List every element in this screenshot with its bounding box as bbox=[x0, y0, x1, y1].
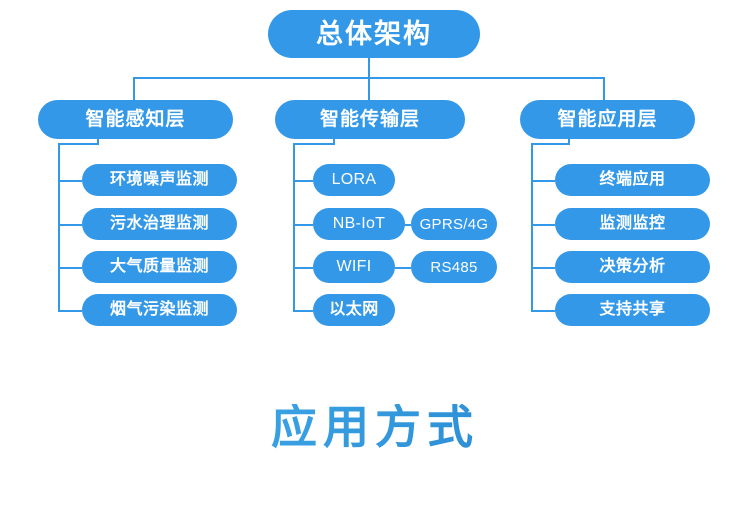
connector-layer-3-branch-1 bbox=[531, 180, 555, 182]
connector-layer-2-branch-3 bbox=[293, 267, 313, 269]
connector-layer-2-trunk bbox=[293, 143, 295, 311]
connector-layer-1-trunk bbox=[58, 143, 60, 311]
connector-layer-1-branch-4 bbox=[58, 310, 82, 312]
leaf-node-application-2[interactable]: 监测监控 bbox=[555, 208, 710, 240]
connector-layer-2-branch-2 bbox=[293, 224, 313, 226]
leaf-node-transmission-4[interactable]: 以太网 bbox=[313, 294, 395, 326]
sub-node-gprs-4g[interactable]: GPRS/4G bbox=[411, 208, 497, 240]
layer-node-transmission[interactable]: 智能传输层 bbox=[275, 100, 465, 139]
leaf-node-perception-4[interactable]: 烟气污染监测 bbox=[82, 294, 237, 326]
leaf-node-perception-2[interactable]: 污水治理监测 bbox=[82, 208, 237, 240]
leaf-node-transmission-2[interactable]: NB-IoT bbox=[313, 208, 405, 240]
connector-root-stem bbox=[368, 58, 370, 78]
sub-node-rs485[interactable]: RS485 bbox=[411, 251, 497, 283]
layer-node-application[interactable]: 智能应用层 bbox=[520, 100, 695, 139]
leaf-node-perception-3[interactable]: 大气质量监测 bbox=[82, 251, 237, 283]
connector-layer-1-stem bbox=[97, 139, 99, 144]
connector-layer-3-top bbox=[531, 143, 570, 145]
connector-drop-layer-2 bbox=[368, 77, 370, 100]
connector-drop-layer-1 bbox=[133, 77, 135, 100]
connector-layer-3-trunk bbox=[531, 143, 533, 311]
connector-layer-3-stem bbox=[568, 139, 570, 144]
leaf-node-application-3[interactable]: 决策分析 bbox=[555, 251, 710, 283]
connector-layer-1-branch-3 bbox=[58, 267, 82, 269]
leaf-node-transmission-3[interactable]: WIFI bbox=[313, 251, 395, 283]
connector-layer-3-branch-2 bbox=[531, 224, 555, 226]
root-node[interactable]: 总体架构 bbox=[268, 10, 480, 58]
connector-layer-1-branch-1 bbox=[58, 180, 82, 182]
connector-layer-1-top bbox=[58, 143, 99, 145]
connector-sub-rs485 bbox=[395, 267, 411, 269]
bottom-section-heading: 应用方式 bbox=[0, 404, 750, 450]
leaf-node-perception-1[interactable]: 环境噪声监测 bbox=[82, 164, 237, 196]
leaf-node-application-1[interactable]: 终端应用 bbox=[555, 164, 710, 196]
connector-layer-3-branch-3 bbox=[531, 267, 555, 269]
connector-layer-3-branch-4 bbox=[531, 310, 555, 312]
layer-node-perception[interactable]: 智能感知层 bbox=[38, 100, 233, 139]
connector-drop-layer-3 bbox=[603, 77, 605, 100]
leaf-node-application-4[interactable]: 支持共享 bbox=[555, 294, 710, 326]
connector-layer-1-branch-2 bbox=[58, 224, 82, 226]
connector-layer-2-stem bbox=[333, 139, 335, 144]
connector-layer-2-branch-4 bbox=[293, 310, 313, 312]
connector-layer-2-top bbox=[293, 143, 335, 145]
connector-layer-2-branch-1 bbox=[293, 180, 313, 182]
leaf-node-transmission-1[interactable]: LORA bbox=[313, 164, 395, 196]
